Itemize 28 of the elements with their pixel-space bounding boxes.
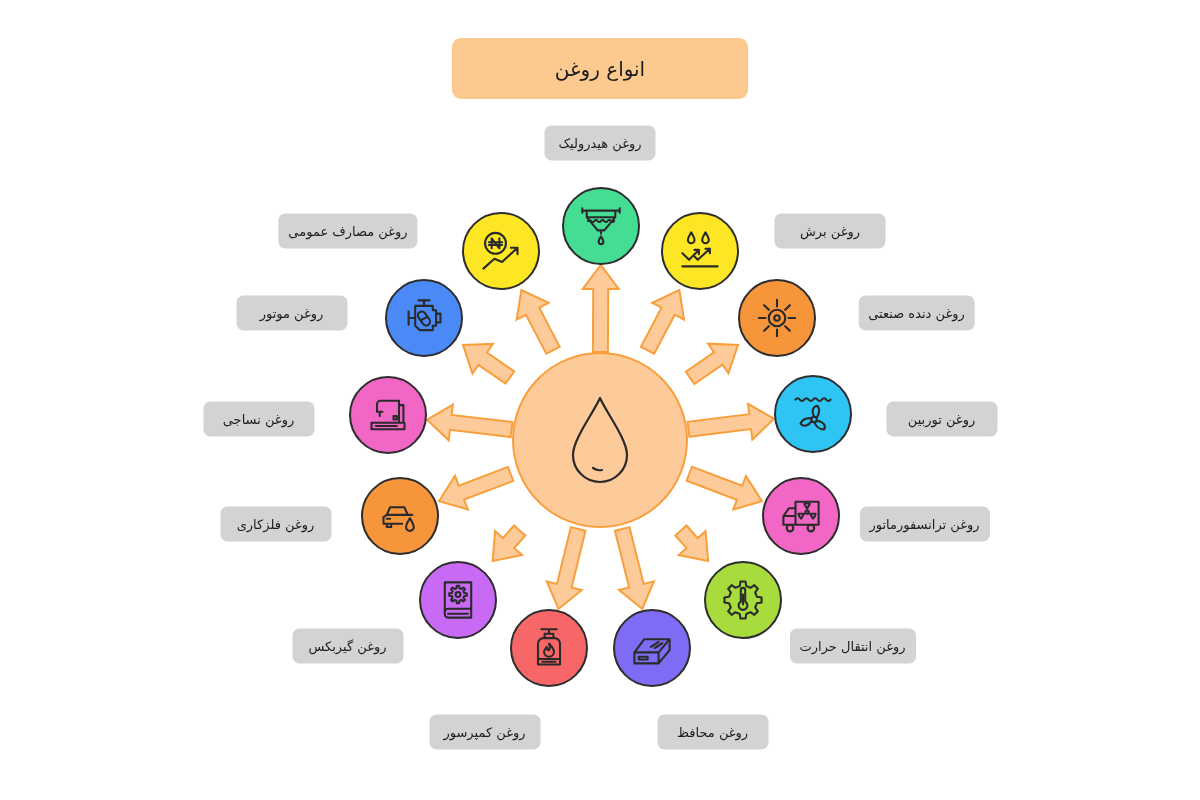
label-box: روغن توربین: [886, 401, 997, 436]
block-arrow: [425, 402, 514, 443]
title-banner: انواع روغن: [452, 38, 748, 99]
block-arrow: [639, 288, 686, 356]
block-arrow: [515, 288, 561, 356]
label-box: روغن کمپرسور: [429, 714, 540, 749]
label-box: روغن گیربکس: [292, 628, 403, 663]
label-box: روغن محافظ: [657, 714, 768, 749]
label-box: روغن انتقال حرارت: [789, 628, 916, 663]
label-box: روغن برش: [774, 213, 886, 249]
block-arrow: [613, 525, 656, 611]
block-arrow: [686, 401, 776, 442]
label-box: روغن مصارف عمومی: [278, 213, 418, 249]
label-box: روغن هیدرولیک: [544, 125, 656, 160]
block-arrow: [461, 342, 516, 386]
label-box: روغن دنده صنعتی: [858, 295, 975, 331]
hub-circle: [512, 352, 688, 528]
label-box: روغن فلزکاری: [220, 506, 331, 541]
block-arrow: [491, 524, 527, 563]
block-arrow: [673, 524, 710, 563]
block-arrow: [580, 263, 621, 354]
block-arrow: [684, 342, 740, 386]
block-arrow: [437, 465, 515, 511]
block-arrow: [545, 525, 587, 611]
label-box: روغن ترانسفورماتور: [859, 506, 990, 541]
label-box: روغن نساجی: [203, 401, 314, 436]
block-arrow: [685, 465, 764, 512]
label-box: روغن موتور: [236, 295, 347, 331]
